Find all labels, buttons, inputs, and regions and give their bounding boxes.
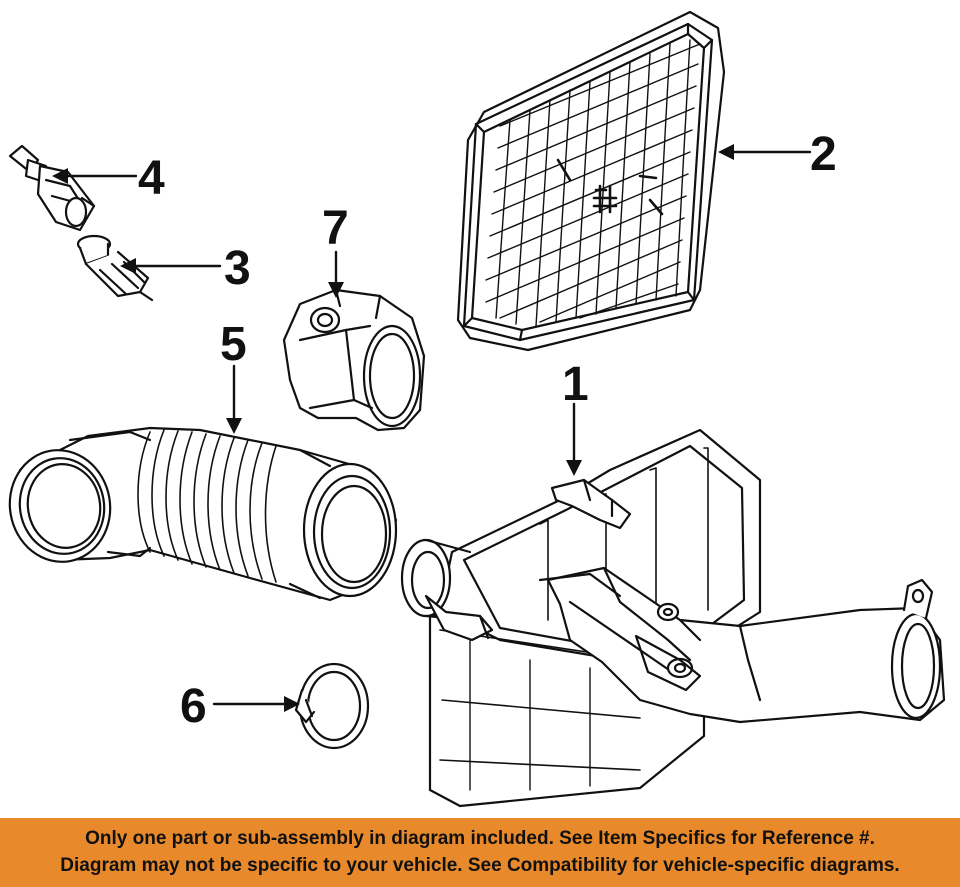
disclaimer-line-2: Diagram may not be specific to your vehi…: [60, 855, 900, 876]
arrow-1: [566, 460, 582, 476]
arrow-6: [284, 696, 300, 712]
vacuum-fitting: [8, 144, 96, 232]
exploded-parts-diagram: 2 4 3 7 5 1 6: [8, 10, 946, 808]
air-cleaner-housing: [400, 428, 946, 808]
callout-5: 5: [220, 318, 247, 371]
arrow-4: [52, 168, 68, 184]
disclaimer-banner: Only one part or sub-assembly in diagram…: [0, 818, 960, 887]
callout-4: 4: [138, 152, 165, 205]
callout-2: 2: [810, 128, 837, 181]
sensor-plug: [76, 234, 154, 302]
air-filter-element: [456, 10, 726, 352]
hose-clamp: [294, 662, 370, 750]
disclaimer-line-1: Only one part or sub-assembly in diagram…: [85, 828, 875, 849]
air-intake-hose: [8, 426, 398, 602]
callout-6: 6: [180, 680, 207, 733]
callout-7: 7: [322, 202, 349, 255]
callout-1: 1: [562, 358, 589, 411]
arrow-7: [328, 282, 344, 298]
mass-air-flow-sensor: [282, 288, 426, 432]
callout-numbers: 2 4 3 7 5 1 6: [138, 128, 837, 733]
arrow-5: [226, 418, 242, 434]
leader-lines: [52, 144, 812, 712]
callout-3: 3: [224, 242, 251, 295]
arrow-2: [718, 144, 734, 160]
arrow-3: [120, 258, 136, 274]
